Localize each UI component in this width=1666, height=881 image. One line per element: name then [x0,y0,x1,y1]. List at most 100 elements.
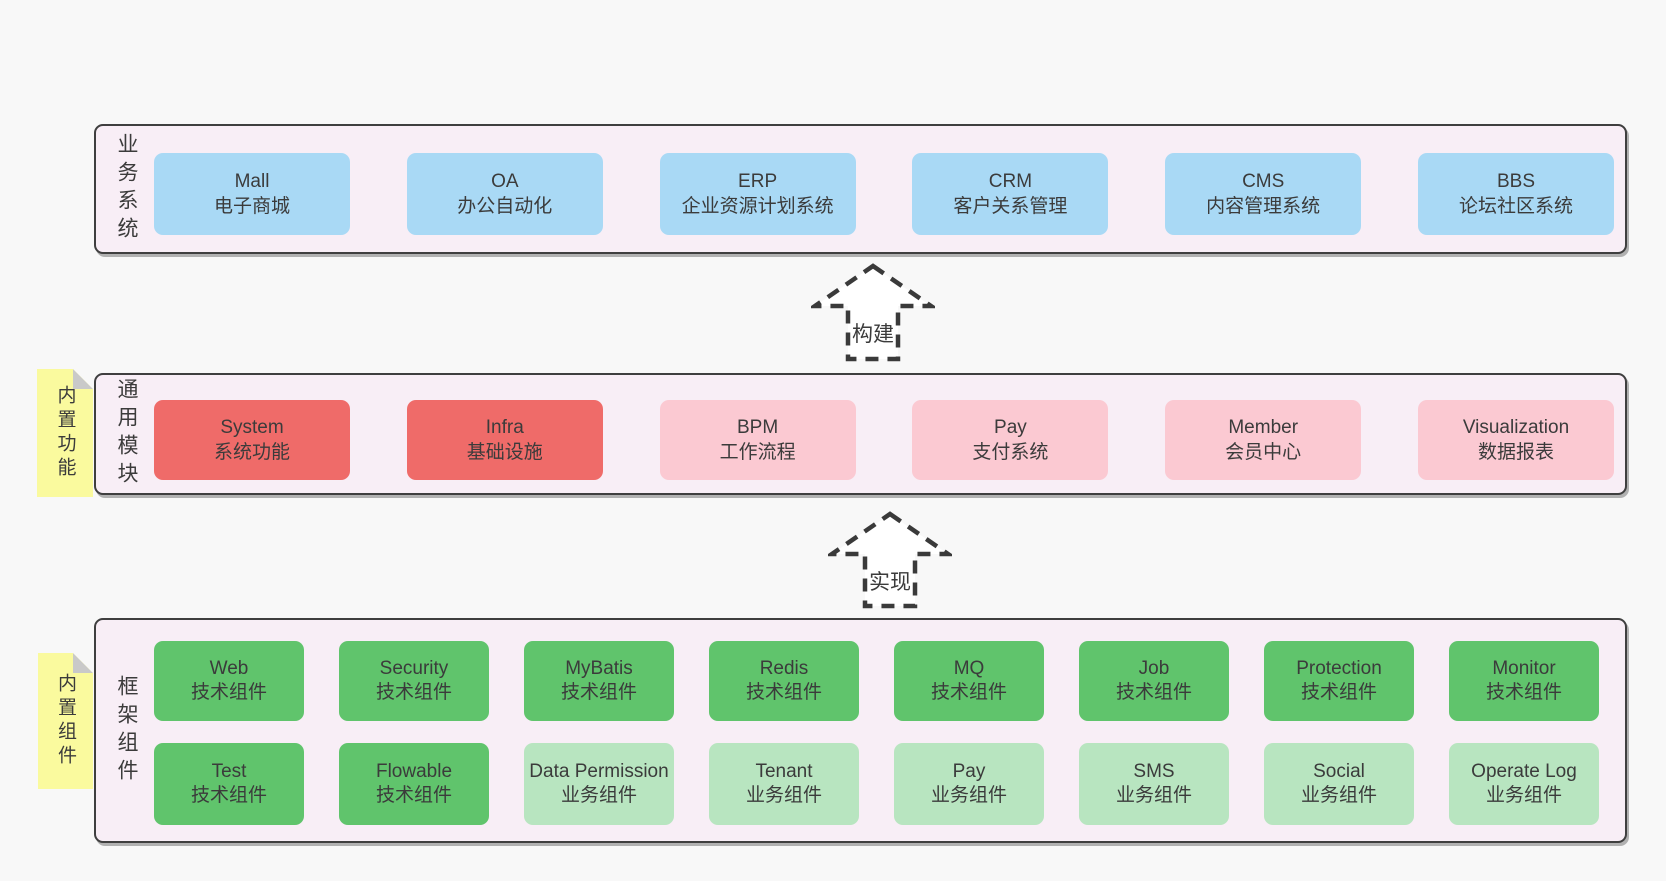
implement-arrow-up-icon: 实现 [828,511,952,609]
framework-box-row-2: Test 技术组件 Flowable 技术组件 Data Permission … [154,743,1599,825]
sticky-note-built-in-components: 内置组件 [38,653,93,789]
box-title-zh: 技术组件 [190,785,267,806]
box-title-zh: 技术组件 [190,682,267,703]
box-bpm: BPM 工作流程 [659,400,856,480]
box-title-zh: 办公自动化 [457,196,553,217]
box-social: Social 业务组件 [1264,743,1414,825]
box-title-en: MQ [953,658,985,679]
box-title-en: Job [1138,658,1170,679]
implement-arrow-label: 实现 [869,571,911,594]
box-title-zh: 企业资源计划系统 [681,196,834,217]
box-title-zh: 技术组件 [375,785,452,806]
box-title-en: SMS [1133,761,1175,782]
box-infra: Infra 基础设施 [406,400,603,480]
box-title-en: Tenant [755,761,813,782]
sticky-note-label: 内置组件 [55,673,76,769]
sticky-note-built-in-features: 内置功能 [37,369,93,497]
section-label-modules: 通用模块 [115,378,138,490]
box-title-zh: 技术组件 [560,682,637,703]
modules-box-row: System 系统功能 Infra 基础设施 BPM 工作流程 Pay 支付系统… [154,400,1614,480]
box-title-en: Web [209,658,249,679]
box-title-en: Data Permission [529,761,669,782]
box-title-en: Visualization [1462,417,1570,438]
box-title-zh: 支付系统 [972,442,1049,463]
box-title-en: MyBatis [565,658,633,679]
box-protection: Protection 技术组件 [1264,641,1414,721]
box-title-zh: 技术组件 [1115,682,1192,703]
sticky-note-label: 内置功能 [54,385,76,481]
box-title-en: Pay [994,417,1027,438]
box-title-en: CMS [1242,171,1285,192]
box-pay-business: Pay 业务组件 [894,743,1044,825]
section-label-framework: 框架组件 [115,674,138,787]
box-title-en: Test [211,761,247,782]
box-sms: SMS 业务组件 [1079,743,1229,825]
box-test: Test 技术组件 [154,743,304,825]
box-cms: CMS 内容管理系统 [1165,153,1362,235]
box-title-en: Member [1228,417,1299,438]
box-pay: Pay 支付系统 [912,400,1109,480]
box-title-zh: 论坛社区系统 [1458,196,1573,217]
box-operate-log: Operate Log 业务组件 [1449,743,1599,825]
section-business-systems: 业务系统 Mall 电子商城 OA 办公自动化 ERP 企业资源计划系统 CRM… [94,124,1627,254]
box-erp: ERP 企业资源计划系统 [659,153,856,235]
box-bbs: BBS 论坛社区系统 [1417,153,1614,235]
box-data-permission: Data Permission 业务组件 [524,743,674,825]
framework-box-row-1: Web 技术组件 Security 技术组件 MyBatis 技术组件 Redi… [154,641,1599,721]
box-mall: Mall 电子商城 [154,153,350,235]
box-title-zh: 电子商城 [213,196,290,217]
box-title-en: ERP [738,171,778,192]
box-title-en: Mall [234,171,270,192]
box-title-en: Redis [759,658,809,679]
box-flowable: Flowable 技术组件 [339,743,489,825]
box-title-en: Security [379,658,449,679]
box-title-zh: 技术组件 [930,682,1007,703]
box-title-zh: 业务组件 [1300,785,1377,806]
box-title-en: Infra [485,417,524,438]
box-system: System 系统功能 [154,400,350,480]
box-title-en: System [220,417,284,438]
box-title-zh: 内容管理系统 [1206,196,1321,217]
box-oa: OA 办公自动化 [406,153,603,235]
box-title-zh: 数据报表 [1477,442,1554,463]
box-title-en: Monitor [1492,658,1556,679]
box-title-en: BBS [1496,171,1535,192]
box-title-en: BPM [737,417,779,438]
box-title-zh: 系统功能 [213,442,290,463]
box-title-en: CRM [988,171,1033,192]
section-framework-components: 框架组件 Web 技术组件 Security 技术组件 MyBatis 技术组件… [94,618,1627,843]
section-common-modules: 通用模块 System 系统功能 Infra 基础设施 BPM 工作流程 Pay… [94,373,1627,495]
build-arrow-up-icon: 构建 [811,263,935,362]
build-arrow-label: 构建 [852,323,894,346]
box-visualization: Visualization 数据报表 [1417,400,1614,480]
box-title-zh: 技术组件 [745,682,822,703]
box-monitor: Monitor 技术组件 [1449,641,1599,721]
box-title-en: Flowable [375,761,453,782]
box-title-zh: 工作流程 [719,442,796,463]
box-title-en: Protection [1296,658,1382,679]
box-title-zh: 会员中心 [1225,442,1302,463]
box-title-zh: 技术组件 [1485,682,1562,703]
box-job: Job 技术组件 [1079,641,1229,721]
box-title-zh: 基础设施 [466,442,543,463]
box-title-en: Social [1313,761,1365,782]
box-title-zh: 业务组件 [930,785,1007,806]
box-crm: CRM 客户关系管理 [912,153,1109,235]
box-title-en: Pay [952,761,986,782]
box-security: Security 技术组件 [339,641,489,721]
box-title-en: Operate Log [1471,761,1577,782]
box-title-zh: 业务组件 [745,785,822,806]
section-label-business: 业务系统 [115,133,138,245]
box-title-zh: 业务组件 [1485,785,1562,806]
box-mq: MQ 技术组件 [894,641,1044,721]
box-title-zh: 技术组件 [375,682,452,703]
box-title-en: OA [491,171,519,192]
box-redis: Redis 技术组件 [709,641,859,721]
box-title-zh: 客户关系管理 [953,196,1068,217]
box-member: Member 会员中心 [1165,400,1362,480]
box-tenant: Tenant 业务组件 [709,743,859,825]
box-mybatis: MyBatis 技术组件 [524,641,674,721]
business-box-row: Mall 电子商城 OA 办公自动化 ERP 企业资源计划系统 CRM 客户关系… [154,153,1614,235]
box-web: Web 技术组件 [154,641,304,721]
